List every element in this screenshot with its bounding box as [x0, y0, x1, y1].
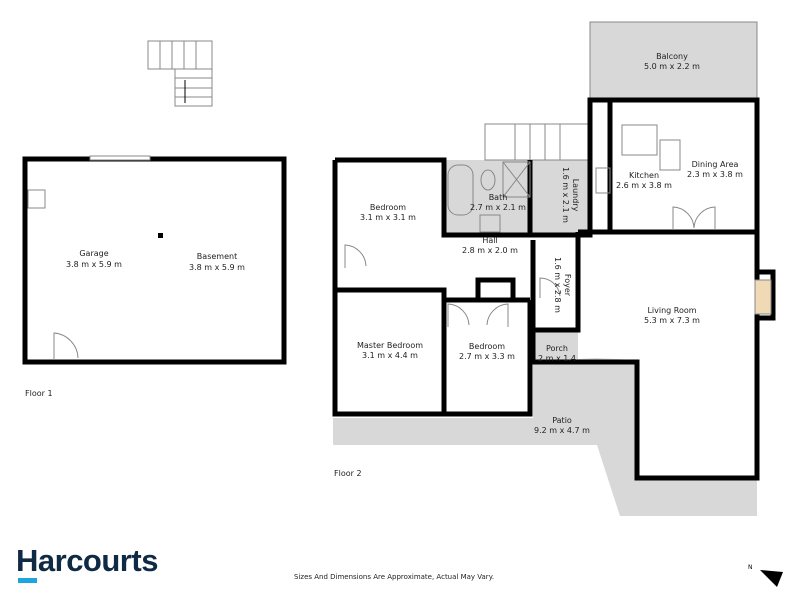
room-size: 2.3 m x 3.8 m: [687, 170, 743, 179]
room-name: Master Bedroom: [357, 341, 423, 350]
room-name: Bedroom: [370, 203, 406, 212]
room-size: 5.3 m x 7.3 m: [644, 316, 700, 325]
room-name: Garage: [79, 249, 108, 258]
room-size: 2 m x 1.4: [538, 354, 576, 363]
stairs-floor2: [484, 123, 591, 161]
room-name: Bath: [489, 193, 508, 202]
room-name: Foyer: [563, 274, 572, 297]
room-size: 2.8 m x 2.0 m: [462, 246, 518, 255]
room-size: 3.8 m x 5.9 m: [66, 260, 122, 269]
floor-2-label: Floor 2: [334, 469, 362, 478]
room-name: Laundry: [571, 179, 580, 212]
stairs-floor1: [147, 40, 213, 107]
room-name: Living Room: [647, 306, 696, 315]
room-name: Basement: [197, 252, 237, 261]
room-name: Bedroom: [469, 342, 505, 351]
floor-1-label: Floor 1: [25, 389, 53, 398]
patio-area: [333, 358, 757, 516]
harcourts-logo: Harcourts: [16, 543, 158, 578]
room-size: 2.7 m x 3.3 m: [459, 352, 515, 361]
room-name: Dining Area: [692, 160, 739, 169]
room-size: 1.6 m x 2.8 m: [553, 257, 562, 313]
room-size: 3.8 m x 5.9 m: [189, 263, 245, 272]
room-size: 9.2 m x 4.7 m: [534, 426, 590, 435]
room-size: 2.6 m x 3.8 m: [616, 181, 672, 190]
balcony-area: [589, 21, 758, 101]
fixtures: [344, 124, 772, 327]
room-size: 3.1 m x 3.1 m: [360, 213, 416, 222]
garage-basement: Garage 3.8 m x 5.9 m Basement 3.8 m x 5.…: [22, 155, 287, 365]
disclaimer-text: Sizes And Dimensions Are Approximate, Ac…: [294, 573, 495, 581]
north-label: N: [748, 564, 753, 571]
north-arrow-icon: N: [748, 564, 783, 587]
room-size: 3.1 m x 4.4 m: [362, 351, 418, 360]
room-name: Patio: [552, 416, 572, 425]
room-name: Kitchen: [629, 171, 659, 180]
room-size: 1.6 m x 2.1 m: [561, 167, 570, 223]
room-name: Balcony: [656, 52, 688, 61]
room-name: Hall: [482, 236, 497, 245]
room-size: 2.7 m x 2.1 m: [470, 203, 526, 212]
logo-accent-bar: [18, 578, 37, 583]
room-name: Porch: [546, 344, 568, 353]
room-size: 5.0 m x 2.2 m: [644, 62, 700, 71]
